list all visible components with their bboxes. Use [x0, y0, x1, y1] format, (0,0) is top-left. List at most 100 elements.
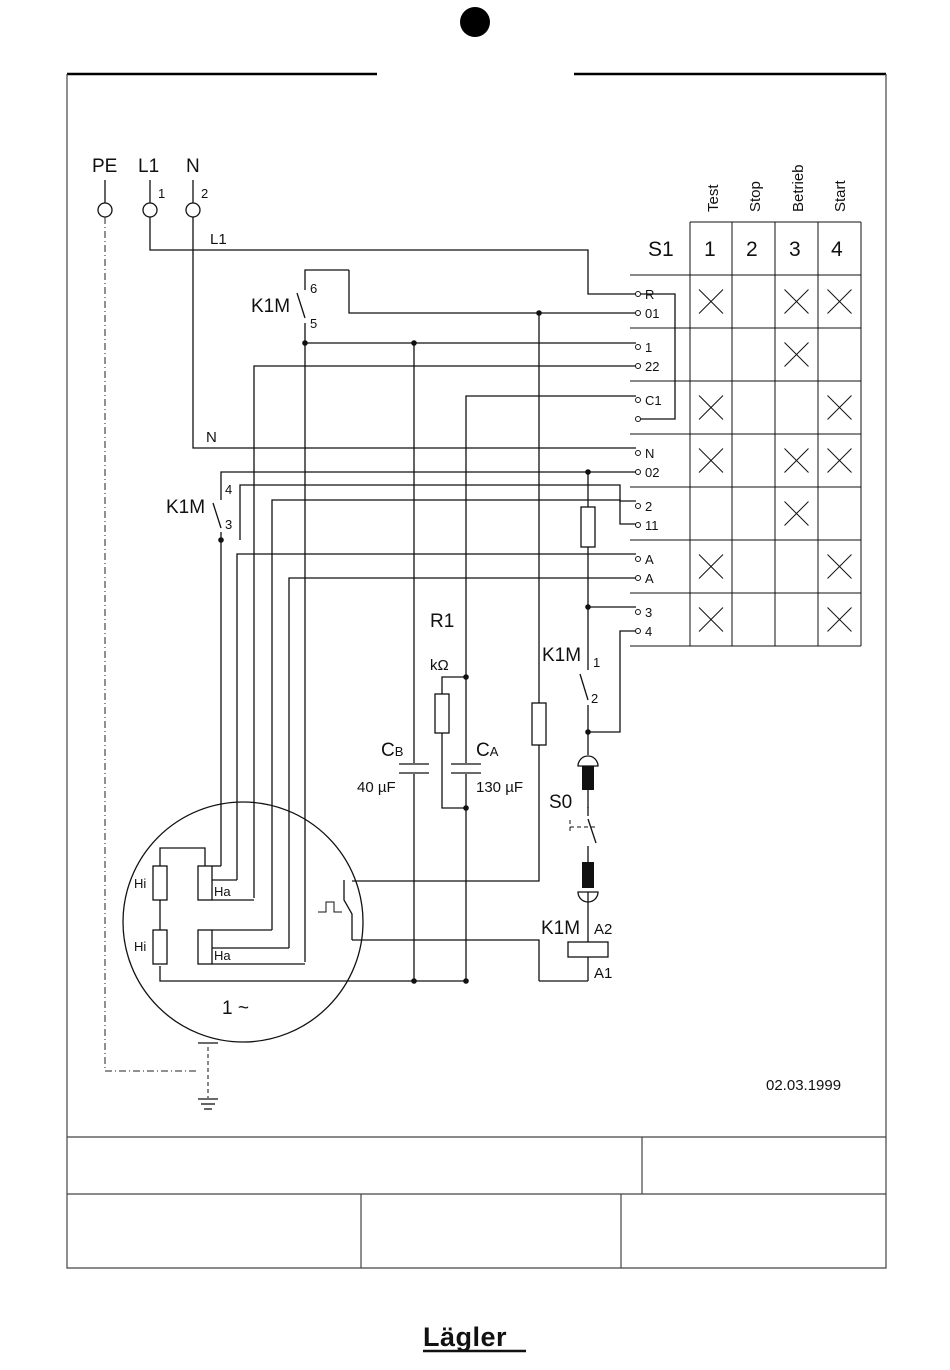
plug-connector-upper: [578, 756, 598, 808]
switch-terminal: [636, 311, 641, 316]
cb-label: CB: [381, 740, 403, 761]
k1m-label-c: K1M: [542, 645, 581, 666]
switch-terminal: [636, 576, 641, 581]
k1m-b-term-4: 4: [225, 482, 232, 497]
switch-terminal: [636, 629, 641, 634]
k1m-a-term-5: 5: [310, 316, 317, 331]
switch-terminal: [636, 345, 641, 350]
n-terminal-number: 2: [201, 186, 208, 201]
k1m-contacts: K1M 6 5 K1M 4 3 K1M 1 2: [166, 281, 600, 706]
position-start: Start: [832, 179, 849, 212]
wiring: L1 N: [105, 217, 675, 1071]
pe-label: PE: [92, 156, 117, 177]
brand-name: Lägler: [423, 1322, 507, 1352]
s1-switch-table: S1 Test Stop Betrieb Start 1 2 3 4 R0112…: [630, 164, 861, 646]
switch-contact-closed-mark: [785, 502, 809, 526]
k1m-coil: K1M A2 A1: [541, 918, 612, 982]
junction-dots: [218, 310, 591, 984]
switch-terminal-label: R: [645, 287, 654, 302]
r1-label: R1: [430, 611, 454, 632]
switch-contact-closed-mark: [828, 449, 852, 473]
switch-terminal-label: C1: [645, 393, 662, 408]
position-number-2: 2: [746, 238, 758, 261]
k1m-a-term-6: 6: [310, 281, 317, 296]
winding-hi-1: [153, 866, 167, 900]
sheet-marker-dot: [460, 7, 490, 37]
switch-contact-closed-mark: [699, 555, 723, 579]
switch-terminal-label: A: [645, 571, 654, 586]
switch-contact-closed-mark: [785, 290, 809, 314]
position-number-3: 3: [789, 238, 801, 261]
k1m-label-b: K1M: [166, 497, 205, 518]
n-label: N: [186, 156, 200, 177]
position-number-4: 4: [831, 238, 843, 261]
switch-terminal: [636, 364, 641, 369]
switch-terminal: [636, 504, 641, 509]
drawing-date: 02.03.1999: [766, 1077, 841, 1094]
k1m-label-coil: K1M: [541, 918, 580, 939]
switch-contact-closed-mark: [828, 555, 852, 579]
hi-label-1: Hi: [134, 876, 146, 891]
earth-symbol: [198, 1043, 218, 1109]
n-terminal: [186, 203, 200, 217]
switch-terminal-label: 1: [645, 340, 652, 355]
fuse-02: [581, 507, 595, 547]
switch-terminal: [636, 451, 641, 456]
coil-a1: A1: [594, 965, 612, 982]
supply-terminals: PE L1 N 1 2: [92, 156, 208, 217]
switch-contact-closed-mark: [828, 396, 852, 420]
l1-terminal-number: 1: [158, 186, 165, 201]
switch-terminal: [636, 523, 641, 528]
winding-ha-2: [198, 930, 212, 964]
l1-label: L1: [138, 156, 159, 177]
resistor-r1: R1 kΩ: [430, 611, 454, 733]
switch-terminal: [636, 557, 641, 562]
switch-terminal-label: 3: [645, 605, 652, 620]
motor: Hi Hi Ha Ha 1 ~: [123, 802, 363, 1042]
l1-wire-label: L1: [210, 231, 227, 248]
brand-logo: Lägler: [423, 1322, 526, 1352]
switch-terminal: [636, 417, 641, 422]
switch-terminal-label: 22: [645, 359, 659, 374]
switch-contact-closed-mark: [785, 343, 809, 367]
switch-terminal-label: 2: [645, 499, 652, 514]
s1-label: S1: [648, 238, 674, 261]
pe-terminal: [98, 203, 112, 217]
switch-contact-closed-mark: [699, 290, 723, 314]
k1m-c-term-2: 2: [591, 691, 598, 706]
motor-type: 1 ~: [222, 998, 249, 1019]
switch-contact-closed-mark: [699, 449, 723, 473]
ha-label-2: Ha: [214, 948, 231, 963]
switch-terminal: [636, 292, 641, 297]
winding-ha-1: [198, 866, 212, 900]
switch-terminal-label: 01: [645, 306, 659, 321]
switch-terminal: [636, 470, 641, 475]
s0-label: S0: [549, 792, 572, 813]
n-wire-label: N: [206, 429, 217, 446]
position-betrieb: Betrieb: [790, 164, 807, 212]
switch-contact-closed-mark: [828, 290, 852, 314]
r1-unit: kΩ: [430, 657, 449, 674]
k1m-c-term-1: 1: [593, 655, 600, 670]
switch-terminal: [636, 398, 641, 403]
switch-contact-closed-mark: [699, 608, 723, 632]
winding-hi-2: [153, 930, 167, 964]
coil-a2: A2: [594, 921, 612, 938]
position-stop: Stop: [747, 181, 764, 212]
switch-contact-closed-mark: [699, 396, 723, 420]
switch-terminal-label: 4: [645, 624, 652, 639]
switch-terminal-label: A: [645, 552, 654, 567]
switch-contact-closed-mark: [828, 608, 852, 632]
hi-label-2: Hi: [134, 939, 146, 954]
switch-terminal-label: 02: [645, 465, 659, 480]
capacitor-cb: CB 40 µF: [357, 740, 429, 796]
position-number-1: 1: [704, 238, 716, 261]
switch-terminal: [636, 610, 641, 615]
switch-terminal-label: 11: [645, 518, 659, 533]
k1m-b-term-3: 3: [225, 517, 232, 532]
drawing-frame: [67, 74, 886, 1268]
ha-label-1: Ha: [214, 884, 231, 899]
switch-terminal-label: N: [645, 446, 654, 461]
plug-connector-lower: [578, 862, 598, 915]
